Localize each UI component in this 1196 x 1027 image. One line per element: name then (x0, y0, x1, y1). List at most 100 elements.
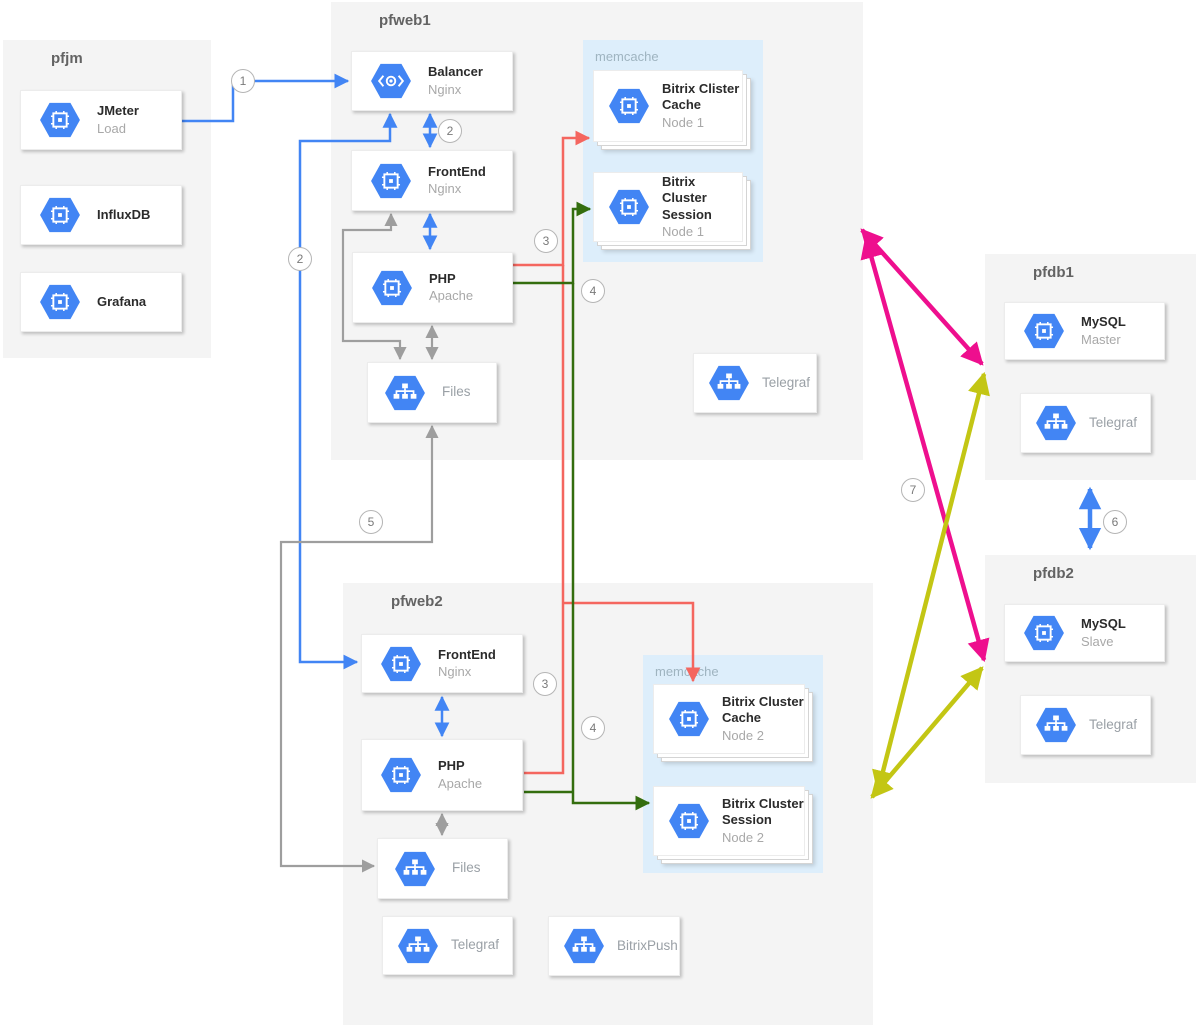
node-title: FrontEnd (428, 163, 486, 179)
edge-red-trunk-cache2 (563, 601, 701, 683)
node-php2[interactable]: PHP Apache (361, 739, 523, 811)
node-telegraf-pfweb2[interactable]: Telegraf (382, 916, 513, 975)
node-frontend2[interactable]: FrontEnd Nginx (361, 634, 523, 693)
node-influxdb[interactable]: InfluxDB (20, 185, 182, 245)
compute-engine-icon (39, 101, 81, 139)
app-engine-icon (394, 850, 436, 888)
node-subtitle: Node 2 (722, 727, 764, 743)
step-badge-4a: 4 (581, 279, 605, 303)
edge-jmeter-balancer (182, 73, 350, 123)
node-title: Telegraf (451, 937, 500, 953)
compute-engine-icon (608, 188, 650, 226)
compute-engine-icon (370, 162, 412, 200)
node-bitrix-cluster-cache-1[interactable]: Bitrix Clister Cache Node 1 (593, 70, 743, 142)
compute-engine-icon (39, 196, 81, 234)
compute-engine-icon (608, 87, 650, 125)
node-subtitle: Apache (429, 288, 474, 303)
node-title: Telegraf (762, 374, 811, 390)
edge-php1-cache1 (513, 130, 591, 267)
edge-balancer-frontend2 (298, 112, 398, 670)
edge-files1-files2-sync (279, 424, 439, 873)
group-pfweb1-title: pfweb1 (379, 12, 431, 29)
group-pfdb1-title: pfdb1 (1033, 264, 1074, 281)
compute-engine-icon (668, 802, 710, 840)
node-subtitle: Load (97, 120, 126, 136)
node-balancer[interactable]: Balancer Nginx (351, 51, 513, 111)
edge-php1-session1 (513, 201, 592, 285)
node-title: Telegraf (1089, 716, 1138, 732)
node-jmeter[interactable]: JMeter Load (20, 90, 182, 150)
node-subtitle: Slave (1081, 633, 1114, 649)
node-telegraf-pfdb2[interactable]: Telegraf (1020, 695, 1151, 755)
node-files1[interactable]: Files (367, 362, 497, 423)
node-title: InfluxDB (97, 206, 151, 222)
step-badge-6: 6 (1103, 510, 1127, 534)
edge-pfweb2-mysql-slave (870, 666, 984, 799)
node-title: Files (442, 384, 471, 400)
node-title: Bitrix Cluster Cache (722, 694, 804, 726)
compute-engine-icon (371, 269, 413, 307)
node-bitrix-cluster-cache-2[interactable]: Bitrix Cluster Cache Node 2 (653, 684, 805, 754)
node-bitrixpush[interactable]: BitrixPush (548, 916, 680, 976)
subgroup-memcache-1-title: memcache (595, 49, 659, 64)
step-badge-5: 5 (359, 510, 383, 534)
node-title: Bitrix Cluster Session (662, 174, 712, 222)
edge-pfweb1-mysql-master (860, 228, 984, 366)
node-subtitle: Nginx (428, 181, 462, 196)
app-engine-icon (384, 374, 426, 412)
step-badge-3a: 3 (534, 229, 558, 253)
app-engine-icon (397, 927, 439, 965)
node-title: Files (452, 860, 481, 876)
group-pfdb2-title: pfdb2 (1033, 565, 1074, 582)
compute-engine-icon (380, 645, 422, 683)
app-engine-icon (563, 927, 605, 965)
node-title: JMeter (97, 103, 139, 119)
node-frontend1[interactable]: FrontEnd Nginx (351, 150, 513, 211)
edge-red-trunk-php2 (524, 265, 565, 775)
node-bitrix-cluster-session-1[interactable]: Bitrix Cluster Session Node 1 (593, 172, 743, 242)
node-grafana[interactable]: Grafana (20, 272, 182, 332)
node-subtitle: Apache (438, 775, 483, 791)
edge-green-trunk-session2 (571, 283, 651, 811)
compute-engine-icon (380, 756, 422, 794)
node-telegraf-pfweb1[interactable]: Telegraf (693, 353, 817, 413)
node-title: FrontEnd (438, 646, 496, 662)
node-title: Grafana (97, 293, 147, 309)
node-mysql-master[interactable]: MySQL Master (1004, 302, 1165, 360)
group-pfjm-title: pfjm (51, 50, 83, 67)
step-badge-1: 1 (231, 69, 255, 93)
node-subtitle: Node 2 (722, 829, 764, 845)
step-badge-4b: 4 (581, 716, 605, 740)
compute-engine-icon (39, 283, 81, 321)
compute-engine-icon (1023, 312, 1065, 350)
app-engine-icon (1035, 404, 1077, 442)
node-subtitle: Node 1 (662, 223, 704, 239)
node-title: PHP (438, 758, 465, 774)
compute-engine-icon (668, 700, 710, 738)
node-subtitle: Node 1 (662, 114, 704, 130)
step-badge-7: 7 (901, 478, 925, 502)
node-bitrix-cluster-session-2[interactable]: Bitrix Cluster Session Node 2 (653, 786, 805, 856)
node-mysql-slave[interactable]: MySQL Slave (1004, 604, 1165, 662)
node-files2[interactable]: Files (377, 838, 508, 899)
node-subtitle: Nginx (438, 664, 472, 679)
node-subtitle: Nginx (428, 81, 462, 97)
node-title: PHP (429, 270, 456, 286)
app-engine-icon (708, 364, 750, 402)
node-title: Bitrix Clister Cache (662, 81, 740, 113)
app-engine-icon (1035, 706, 1077, 744)
node-title: Balancer (428, 64, 483, 80)
step-badge-2b: 2 (288, 247, 312, 271)
step-badge-3b: 3 (533, 672, 557, 696)
step-badge-2a: 2 (438, 119, 462, 143)
node-php1[interactable]: PHP Apache (352, 252, 513, 323)
node-title: Telegraf (1089, 414, 1138, 430)
node-telegraf-pfdb1[interactable]: Telegraf (1020, 393, 1151, 453)
compute-engine-icon (1023, 614, 1065, 652)
load-balancer-icon (370, 62, 412, 100)
node-title: Bitrix Cluster Session (722, 796, 804, 828)
edge-frontend1-files1 (341, 212, 407, 361)
node-title: MySQL (1081, 314, 1126, 330)
